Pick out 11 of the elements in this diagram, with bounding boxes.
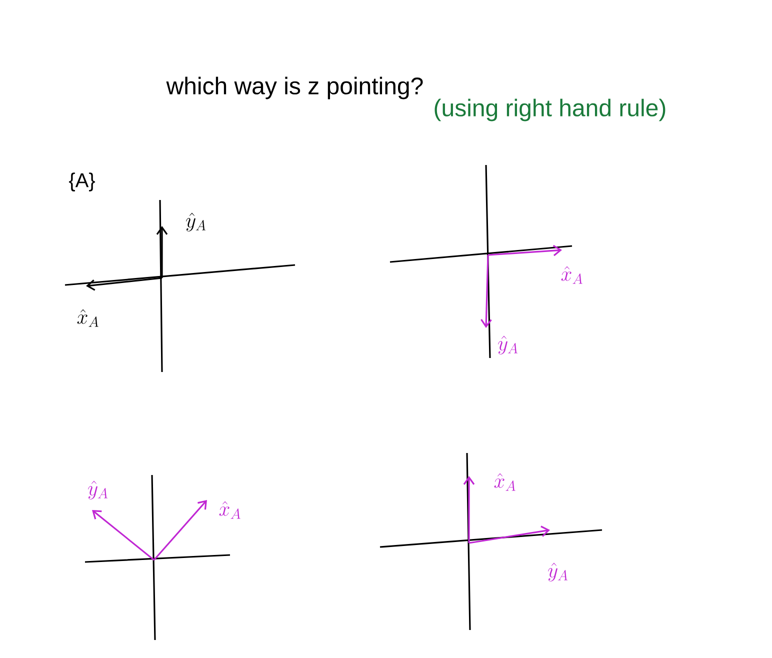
title: which way is z pointing? [166, 76, 423, 100]
vector-label: $\hat{y}_A$ [186, 212, 206, 232]
vector-label: $\hat{x}_A$ [77, 309, 98, 327]
frame-label: {A} [68, 172, 95, 192]
vector-label: $\hat{y}_A$ [498, 336, 518, 354]
vector-label: $\hat{x}_A$ [561, 266, 582, 284]
vector-label: $\hat{y}_A$ [548, 562, 568, 582]
note: (using right hand rule) [434, 98, 666, 122]
vector-label: $\hat{x}_A$ [219, 501, 240, 519]
vector-label: $\hat{x}_A$ [494, 473, 516, 491]
vector-label: $\hat{y}_A$ [88, 480, 108, 500]
